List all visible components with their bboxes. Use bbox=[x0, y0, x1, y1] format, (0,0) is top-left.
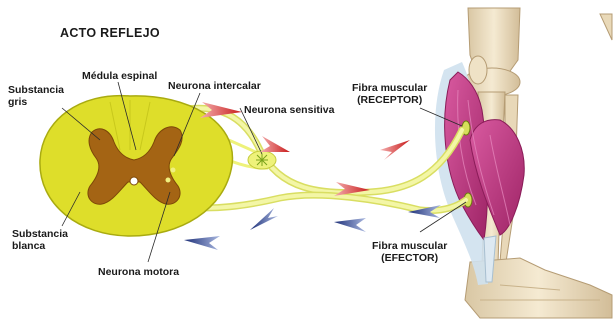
label-substancia-blanca-line1: Substancia bbox=[12, 228, 68, 240]
label-neurona-sensitiva: Neurona sensitiva bbox=[244, 104, 334, 116]
label-medula-espinal: Médula espinal bbox=[82, 70, 157, 82]
diagram-title: ACTO REFLEJO bbox=[60, 26, 160, 40]
label-substancia-blanca: Substancia blanca bbox=[12, 228, 68, 252]
label-fibra-receptor-line2: (RECEPTOR) bbox=[352, 94, 427, 106]
label-fibra-receptor: Fibra muscular (RECEPTOR) bbox=[352, 82, 427, 106]
label-fibra-efector: Fibra muscular (EFECTOR) bbox=[372, 240, 447, 264]
label-substancia-gris: Substancia gris bbox=[8, 84, 64, 108]
label-neurona-intercalar: Neurona intercalar bbox=[168, 80, 261, 92]
label-neurona-motora: Neurona motora bbox=[98, 266, 179, 278]
label-substancia-blanca-line2: blanca bbox=[12, 240, 68, 252]
label-substancia-gris-line2: gris bbox=[8, 96, 64, 108]
label-fibra-receptor-line1: Fibra muscular bbox=[352, 82, 427, 94]
label-fibra-efector-line1: Fibra muscular bbox=[372, 240, 447, 252]
label-fibra-efector-line2: (EFECTOR) bbox=[372, 252, 447, 264]
label-substancia-gris-line1: Substancia bbox=[8, 84, 64, 96]
